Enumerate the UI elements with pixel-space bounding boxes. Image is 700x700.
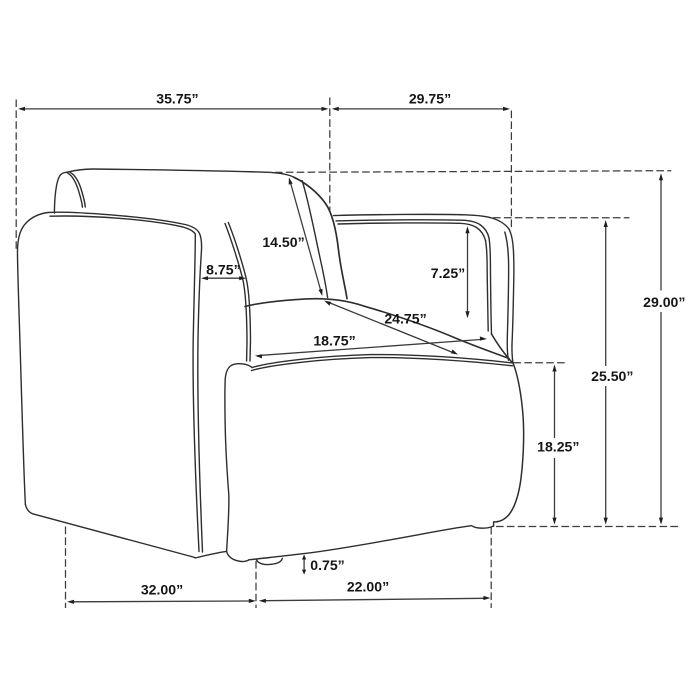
svg-text:24.75”: 24.75” <box>384 311 426 327</box>
svg-text:18.25”: 18.25” <box>537 439 579 455</box>
svg-text:0.75”: 0.75” <box>310 557 344 573</box>
svg-text:18.75”: 18.75” <box>313 333 355 349</box>
svg-text:14.50”: 14.50” <box>262 234 304 250</box>
svg-text:8.75”: 8.75” <box>206 262 240 278</box>
svg-text:7.25”: 7.25” <box>431 265 465 281</box>
svg-text:35.75”: 35.75” <box>156 91 198 107</box>
svg-text:29.00”: 29.00” <box>643 294 685 310</box>
svg-text:32.00”: 32.00” <box>141 582 183 598</box>
svg-text:22.00”: 22.00” <box>347 579 389 595</box>
svg-text:29.75”: 29.75” <box>409 91 451 107</box>
svg-text:25.50”: 25.50” <box>591 368 633 384</box>
